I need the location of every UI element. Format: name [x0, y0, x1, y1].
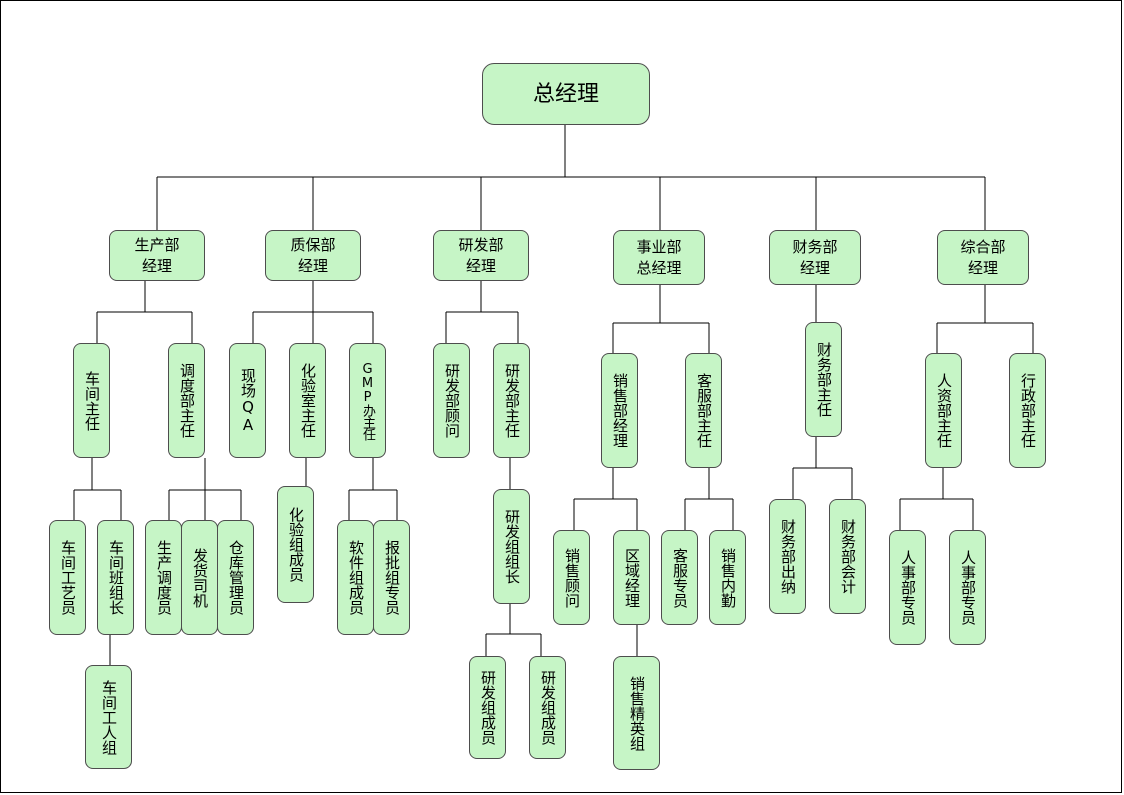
dept-rnd-line2: 经理 [465, 256, 496, 275]
connector [156, 125, 986, 230]
node-service-director: 客服部主任 [685, 353, 722, 468]
dept-business-line1: 事业部 [636, 237, 682, 256]
node-cashier: 财务部出纳 [769, 499, 806, 614]
node-site-qa: 现场QA [229, 343, 266, 458]
node-admin-director: 行政部主任 [1009, 353, 1046, 468]
node-lab-director: 化验室主任 [289, 343, 326, 458]
connector [612, 285, 710, 353]
node-approval-specialist: 报批组专员 [373, 520, 410, 635]
node-gmp-office-director: GMP办主任 [349, 343, 386, 458]
node-hr-director: 人资部主任 [925, 353, 962, 468]
connector [485, 604, 542, 656]
dept-rnd-line1: 研发部 [458, 235, 504, 254]
node-software-member: 软件组成员 [337, 520, 374, 635]
dept-finance: 财务部 经理 [769, 230, 861, 285]
dept-finance-line2: 经理 [799, 258, 830, 277]
connector [348, 458, 398, 520]
node-sales-elite-group: 销售精英组 [613, 656, 660, 770]
node-dispatch-director: 调度部主任 [168, 343, 205, 458]
node-rnd-team-leader: 研发组组长 [493, 489, 530, 604]
node-rnd-director: 研发部主任 [493, 343, 530, 458]
node-rnd-member-2: 研发组成员 [529, 656, 566, 759]
node-regional-manager: 区域经理 [613, 530, 650, 625]
dept-production-line2: 经理 [141, 256, 172, 275]
node-accountant: 财务部会计 [829, 499, 866, 614]
dept-rnd: 研发部 经理 [433, 230, 529, 281]
node-rnd-consultant: 研发部顾问 [433, 343, 470, 458]
connector [936, 285, 1034, 353]
node-rnd-member-1: 研发组成员 [469, 656, 506, 759]
connector [573, 468, 638, 530]
node-sales-consultant: 销售顾问 [553, 530, 590, 625]
dept-business-line2: 总经理 [636, 258, 682, 277]
connector [73, 458, 122, 665]
node-hr-specialist-2: 人事部专员 [949, 530, 986, 645]
node-workshop-worker-group: 车间工人组 [85, 665, 132, 769]
dept-quality-line1: 质保部 [290, 235, 336, 254]
dept-general-line2: 经理 [967, 258, 998, 277]
connector [168, 458, 242, 520]
node-production-dispatcher: 生产调度员 [145, 520, 182, 635]
node-delivery-driver: 发货司机 [181, 520, 218, 635]
node-workshop-team-leader: 车间班组长 [97, 520, 134, 635]
node-workshop-director: 车间主任 [73, 343, 110, 458]
connector [899, 468, 974, 530]
node-lab-member: 化验组成员 [277, 486, 314, 603]
dept-finance-line1: 财务部 [792, 237, 838, 256]
node-finance-director: 财务部主任 [805, 322, 842, 437]
root-node: 总经理 [482, 63, 650, 125]
node-hr-specialist-1: 人事部专员 [889, 530, 926, 645]
node-sales-inside: 销售内勤 [709, 530, 746, 625]
dept-business: 事业部 总经理 [613, 230, 705, 285]
connector [96, 281, 193, 343]
dept-quality: 质保部 经理 [265, 230, 361, 281]
node-workshop-craftsman: 车间工艺员 [49, 520, 86, 635]
connector [684, 468, 734, 530]
dept-general-line1: 综合部 [960, 237, 1006, 256]
node-sales-manager: 销售部经理 [601, 353, 638, 468]
dept-general: 综合部 经理 [937, 230, 1029, 285]
node-service-specialist: 客服专员 [661, 530, 698, 625]
connector [445, 281, 519, 343]
node-warehouse-keeper: 仓库管理员 [217, 520, 254, 635]
connector [252, 281, 374, 343]
dept-production: 生产部 经理 [109, 230, 205, 281]
dept-quality-line2: 经理 [297, 256, 328, 275]
dept-production-line1: 生产部 [134, 235, 180, 254]
connector [792, 437, 853, 499]
